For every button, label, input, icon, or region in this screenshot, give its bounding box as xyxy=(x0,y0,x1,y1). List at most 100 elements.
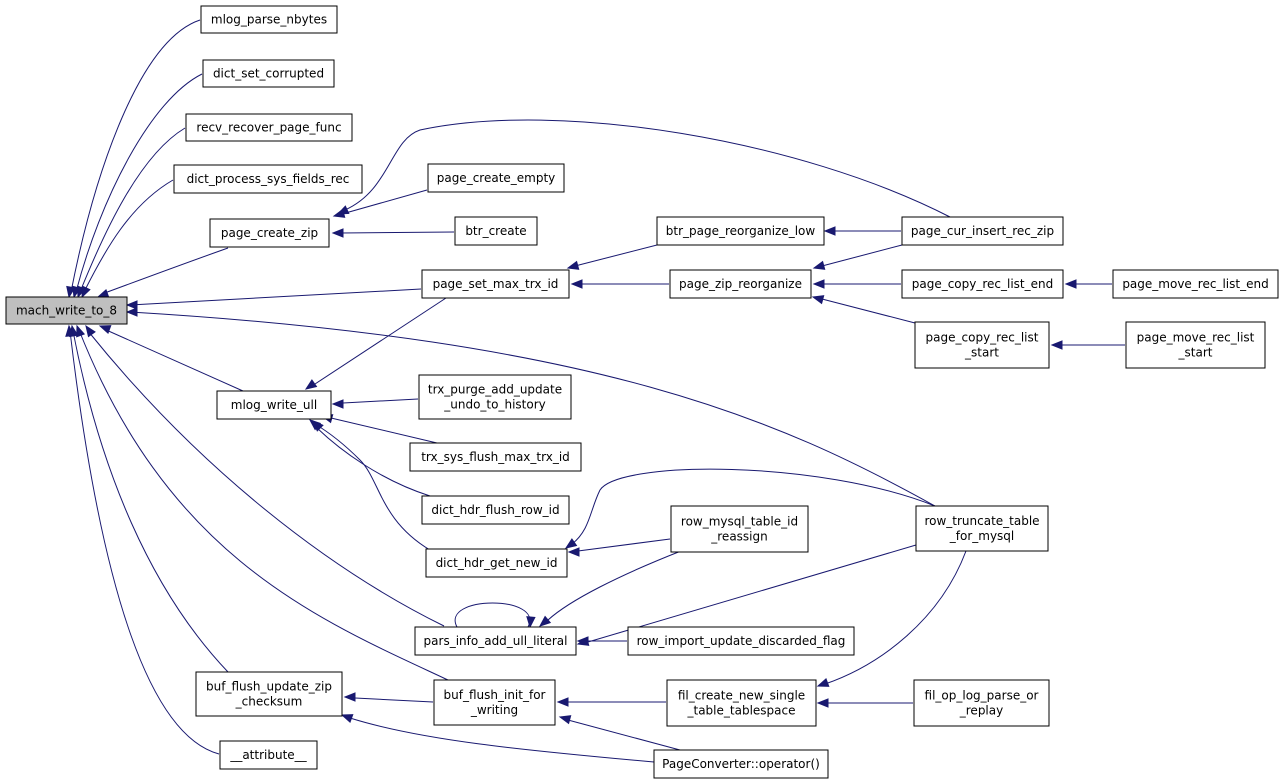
node-label: _replay xyxy=(959,704,1003,718)
node-box xyxy=(5,296,128,325)
edge-page_cur_insert_rec_zip-to-page_zip_reorganize xyxy=(812,244,903,270)
node-label: _checksum xyxy=(235,695,303,709)
edge-page_create_zip-to-mach_write_to_8 xyxy=(96,247,229,298)
node-pars_info_add_ull_literal[interactable]: pars_info_add_ull_literal xyxy=(414,626,577,656)
edge-row_mysql_table_id_reassign-to-dict_hdr_get_new_id xyxy=(567,538,671,557)
node-page_copy_rec_list_end[interactable]: page_copy_rec_list_end xyxy=(901,269,1064,299)
node-dict_hdr_flush_row_id[interactable]: dict_hdr_flush_row_id xyxy=(421,495,570,525)
edge-attribute-to-mach_write_to_8 xyxy=(65,324,220,755)
node-label: dict_set_corrupted xyxy=(213,67,324,81)
node-mlog_parse_nbytes[interactable]: mlog_parse_nbytes xyxy=(200,5,338,34)
node-page_create_zip[interactable]: page_create_zip xyxy=(209,218,330,248)
node-box xyxy=(1112,269,1279,299)
node-buf_flush_init_for_writing[interactable]: buf_flush_init_for_writing xyxy=(433,679,556,726)
node-dict_process_sys_fields_rec[interactable]: dict_process_sys_fields_rec xyxy=(173,164,363,194)
edge-buf_flush_init_for_writing-to-mach_write_to_8 xyxy=(76,324,449,681)
node-page_cur_insert_rec_zip[interactable]: page_cur_insert_rec_zip xyxy=(901,216,1064,246)
node-label: PageConverter::operator() xyxy=(662,757,820,771)
arrowhead-icon xyxy=(811,295,825,305)
edge-line xyxy=(454,602,531,628)
edge-mlog_write_ull-to-mach_write_to_8 xyxy=(98,325,244,392)
node-box xyxy=(409,442,582,472)
arrowhead-icon xyxy=(85,324,96,338)
node-PageConverter_operator[interactable]: PageConverter::operator() xyxy=(653,749,829,779)
arrowhead-icon xyxy=(331,399,344,409)
node-recv_recover_page_func[interactable]: recv_recover_page_func xyxy=(185,113,353,142)
node-trx_sys_flush_max_trx_id[interactable]: trx_sys_flush_max_trx_id xyxy=(409,442,582,472)
node-label: dict_hdr_flush_row_id xyxy=(431,503,559,517)
node-page_zip_reorganize[interactable]: page_zip_reorganize xyxy=(669,269,812,299)
node-row_import_update_discarded_flag[interactable]: row_import_update_discarded_flag xyxy=(627,626,855,656)
node-fil_op_log_parse_or_replay[interactable]: fil_op_log_parse_or_replay xyxy=(913,679,1050,727)
node-dict_set_corrupted[interactable]: dict_set_corrupted xyxy=(202,59,335,88)
edge-PageConverter_operator-to-buf_flush_update_zip_checksum xyxy=(340,714,655,763)
edge-btr_page_reorganize_low-to-page_set_max_trx_id xyxy=(566,244,658,270)
edge-line xyxy=(824,550,967,685)
node-btr_page_reorganize_low[interactable]: btr_page_reorganize_low xyxy=(656,216,825,246)
edge-line xyxy=(340,231,455,234)
arrowhead-icon xyxy=(812,260,826,270)
edge-line xyxy=(821,244,903,267)
node-buf_flush_update_zip_checksum[interactable]: buf_flush_update_zip_checksum xyxy=(195,671,343,717)
node-label: _reassign xyxy=(710,530,767,544)
arrowhead-icon xyxy=(304,379,318,390)
arrowhead-icon xyxy=(96,288,110,298)
node-page_move_rec_list_end[interactable]: page_move_rec_list_end xyxy=(1112,269,1279,299)
node-label: buf_flush_init_for xyxy=(444,688,546,702)
edge-line xyxy=(341,189,428,215)
edge-fil_create_new_single_table_tablespace-to-buf_flush_init_for_writing xyxy=(556,697,666,707)
node-label: row_truncate_table xyxy=(924,514,1039,528)
node-box xyxy=(901,269,1064,299)
node-box xyxy=(418,374,572,420)
edge-row_truncate_table_for_mysql-to-mach_write_to_8 xyxy=(125,307,936,507)
edge-line xyxy=(349,717,655,763)
edge-row_mysql_table_id_reassign-to-pars_info_add_ull_literal xyxy=(538,550,682,627)
node-label: page_set_max_trx_id xyxy=(433,277,559,291)
node-attribute[interactable]: __attribute__ xyxy=(219,740,318,770)
node-box xyxy=(433,679,556,726)
edge-line xyxy=(342,398,419,404)
node-box xyxy=(421,495,570,525)
node-dict_hdr_get_new_id[interactable]: dict_hdr_get_new_id xyxy=(425,548,568,578)
node-label: _start xyxy=(964,346,999,360)
node-btr_create[interactable]: btr_create xyxy=(454,216,538,246)
edge-line xyxy=(314,297,447,385)
edge-line xyxy=(821,298,916,324)
node-label: _for_mysql xyxy=(949,529,1015,543)
edge-line xyxy=(83,179,174,293)
node-page_copy_rec_list_start[interactable]: page_copy_rec_list_start xyxy=(914,321,1050,369)
nodes-layer: mach_write_to_8 mlog_parse_nbytes dict_set… xyxy=(5,5,1279,779)
node-row_mysql_table_id_reassign[interactable]: row_mysql_table_id_reassign xyxy=(670,505,809,553)
node-label: page_create_empty xyxy=(437,171,556,185)
edge-line xyxy=(70,19,201,293)
node-box xyxy=(421,269,570,299)
node-label: _start xyxy=(1178,346,1213,360)
arrowhead-icon xyxy=(566,260,580,270)
arrowhead-icon xyxy=(76,324,86,338)
node-mlog_write_ull[interactable]: mlog_write_ull xyxy=(216,390,332,420)
edge-line xyxy=(547,550,682,621)
arrowhead-icon xyxy=(526,616,536,629)
arrowhead-icon xyxy=(125,300,138,310)
node-label: _writing xyxy=(470,703,518,717)
node-page_set_max_trx_id[interactable]: page_set_max_trx_id xyxy=(421,269,570,299)
arrowhead-icon xyxy=(816,698,829,708)
node-box xyxy=(200,5,338,34)
edge-line xyxy=(72,330,229,673)
node-row_truncate_table_for_mysql[interactable]: row_truncate_table_for_mysql xyxy=(915,505,1049,552)
node-label: btr_page_reorganize_low xyxy=(666,224,816,238)
arrowhead-icon xyxy=(576,636,589,646)
edge-line xyxy=(567,719,681,751)
node-mach_write_to_8[interactable]: mach_write_to_8 xyxy=(5,296,128,325)
node-page_create_empty[interactable]: page_create_empty xyxy=(427,163,565,193)
node-label: page_zip_reorganize xyxy=(679,277,802,291)
node-box xyxy=(670,505,809,553)
edge-line xyxy=(587,544,917,643)
node-trx_purge_add_update_undo_to_history[interactable]: trx_purge_add_update_undo_to_history xyxy=(418,374,572,420)
node-box xyxy=(454,216,538,246)
edge-page_copy_rec_list_end-to-page_zip_reorganize xyxy=(812,279,901,289)
node-fil_create_new_single_table_tablespace[interactable]: fil_create_new_single_table_tablespace xyxy=(666,679,817,727)
arrowhead-icon xyxy=(567,547,580,557)
node-page_move_rec_list_start[interactable]: page_move_rec_list_start xyxy=(1125,321,1266,369)
